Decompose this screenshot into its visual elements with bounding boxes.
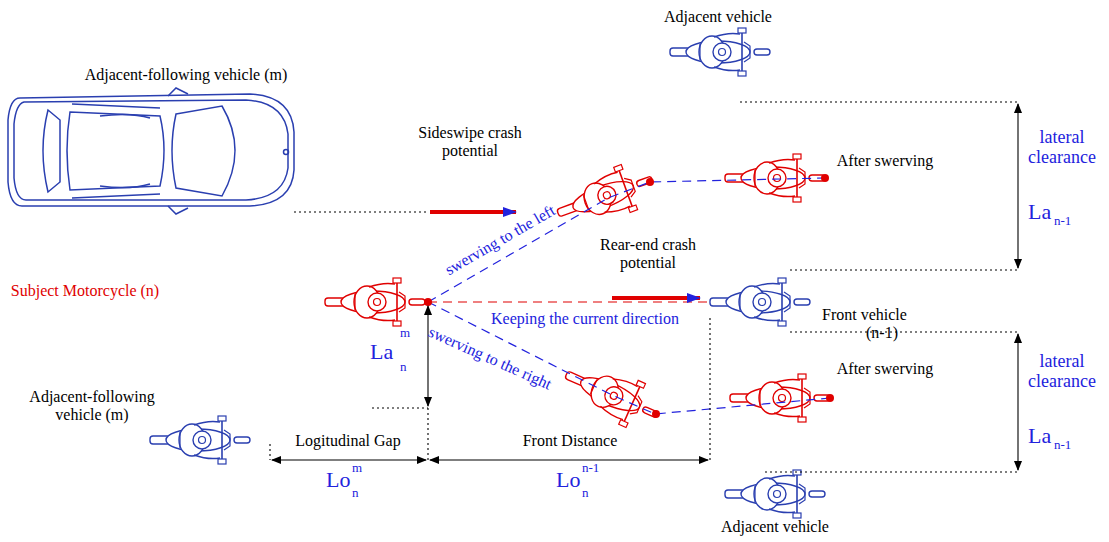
label-text: (n-1) bbox=[866, 324, 898, 342]
label-text: lateral clearance bbox=[1021, 352, 1103, 392]
label-text: Subject Motorcycle (n) bbox=[10, 282, 160, 300]
subject-motorcycle bbox=[325, 278, 425, 326]
label-text: lateral clearance bbox=[1021, 128, 1103, 168]
dimension-arrows bbox=[272, 104, 1018, 470]
label-text: Adjacent vehicle bbox=[664, 8, 772, 26]
label-text: Logitudinal Gap bbox=[295, 432, 400, 450]
label-text: After swerving bbox=[837, 360, 933, 378]
label-text: Keeping the current direction bbox=[491, 310, 679, 328]
label-text: Lo bbox=[556, 468, 580, 492]
guide-lines bbox=[270, 102, 1020, 472]
adjacent-motorcycle bbox=[670, 28, 770, 76]
trajectory-lines bbox=[428, 178, 830, 414]
label-text: n bbox=[400, 360, 407, 374]
label-text: Sideswipe crash potential bbox=[405, 124, 535, 159]
label-text: La bbox=[1028, 424, 1051, 448]
label-text: Lo bbox=[326, 468, 350, 492]
swerving-motorcycle bbox=[550, 156, 660, 235]
label-text: La bbox=[1028, 200, 1051, 224]
label-text: Front Distance bbox=[523, 432, 618, 450]
label-text: n-1 bbox=[582, 461, 599, 475]
label-text: m bbox=[400, 326, 410, 340]
front-dots bbox=[424, 174, 834, 418]
label-text: Adjacent-following vehicle (m) bbox=[85, 66, 288, 84]
label-text: n bbox=[582, 486, 589, 500]
label-text: Front vehicle bbox=[822, 306, 907, 324]
label-text: m bbox=[352, 461, 362, 475]
label-text: n-1 bbox=[1054, 214, 1071, 228]
adjacent-motorcycle bbox=[725, 470, 825, 518]
label-text: After swerving bbox=[837, 152, 933, 170]
swerved-motorcycle bbox=[730, 374, 830, 422]
label-text: Adjacent-following vehicle (m) bbox=[17, 388, 167, 423]
label-text: n bbox=[352, 486, 359, 500]
label-text: Rear-end crash potential bbox=[583, 236, 713, 271]
label-text: La bbox=[370, 340, 393, 364]
swerving-motorcycle bbox=[557, 353, 668, 438]
car-illustration bbox=[8, 88, 294, 214]
label-text: swerving to the left bbox=[442, 201, 558, 278]
label-text: n-1 bbox=[1054, 438, 1071, 452]
front-motorcycle bbox=[710, 278, 810, 326]
following-motorcycle bbox=[150, 416, 250, 464]
label-text: Adjacent vehicle bbox=[721, 518, 829, 536]
label-text: swerving to the right bbox=[426, 323, 555, 393]
